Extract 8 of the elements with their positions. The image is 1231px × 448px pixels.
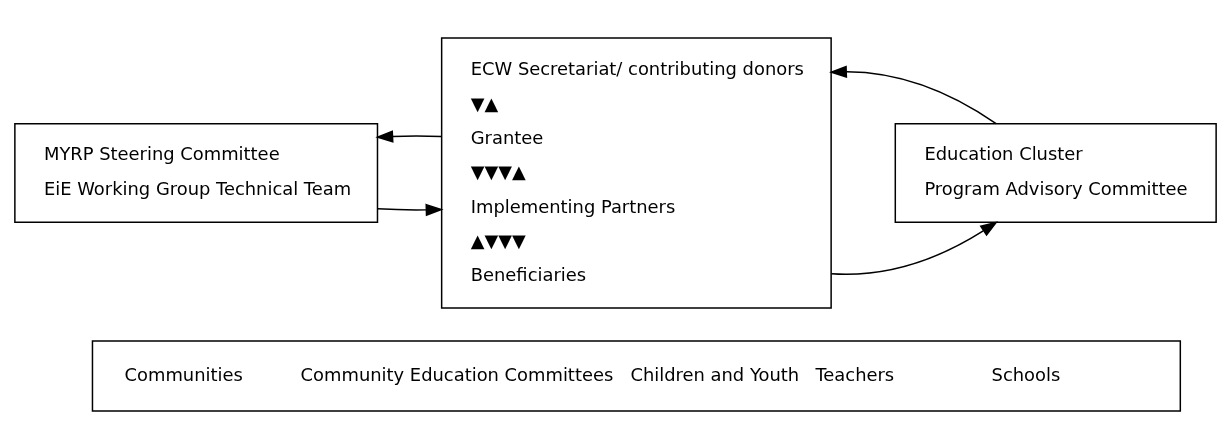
node-box: ECW Secretariat/ contributing donors ▼▲ Grantee ▼▼▼▲ Implementing Partners ▲▼▼▼ Beneficiaries: [440, 36, 832, 309]
node-box: MYRP Steering Committee EiE Working Group Technical Team: [14, 122, 379, 223]
node-box: Education Cluster Program Advisory Committee: [894, 122, 1217, 223]
arrow: [375, 129, 443, 143]
arrow: [829, 64, 997, 124]
node-box: Communities Community Education Committees Children and Youth Teachers Schools: [91, 339, 1182, 412]
arrow: [376, 203, 444, 216]
arrow: [830, 220, 998, 275]
